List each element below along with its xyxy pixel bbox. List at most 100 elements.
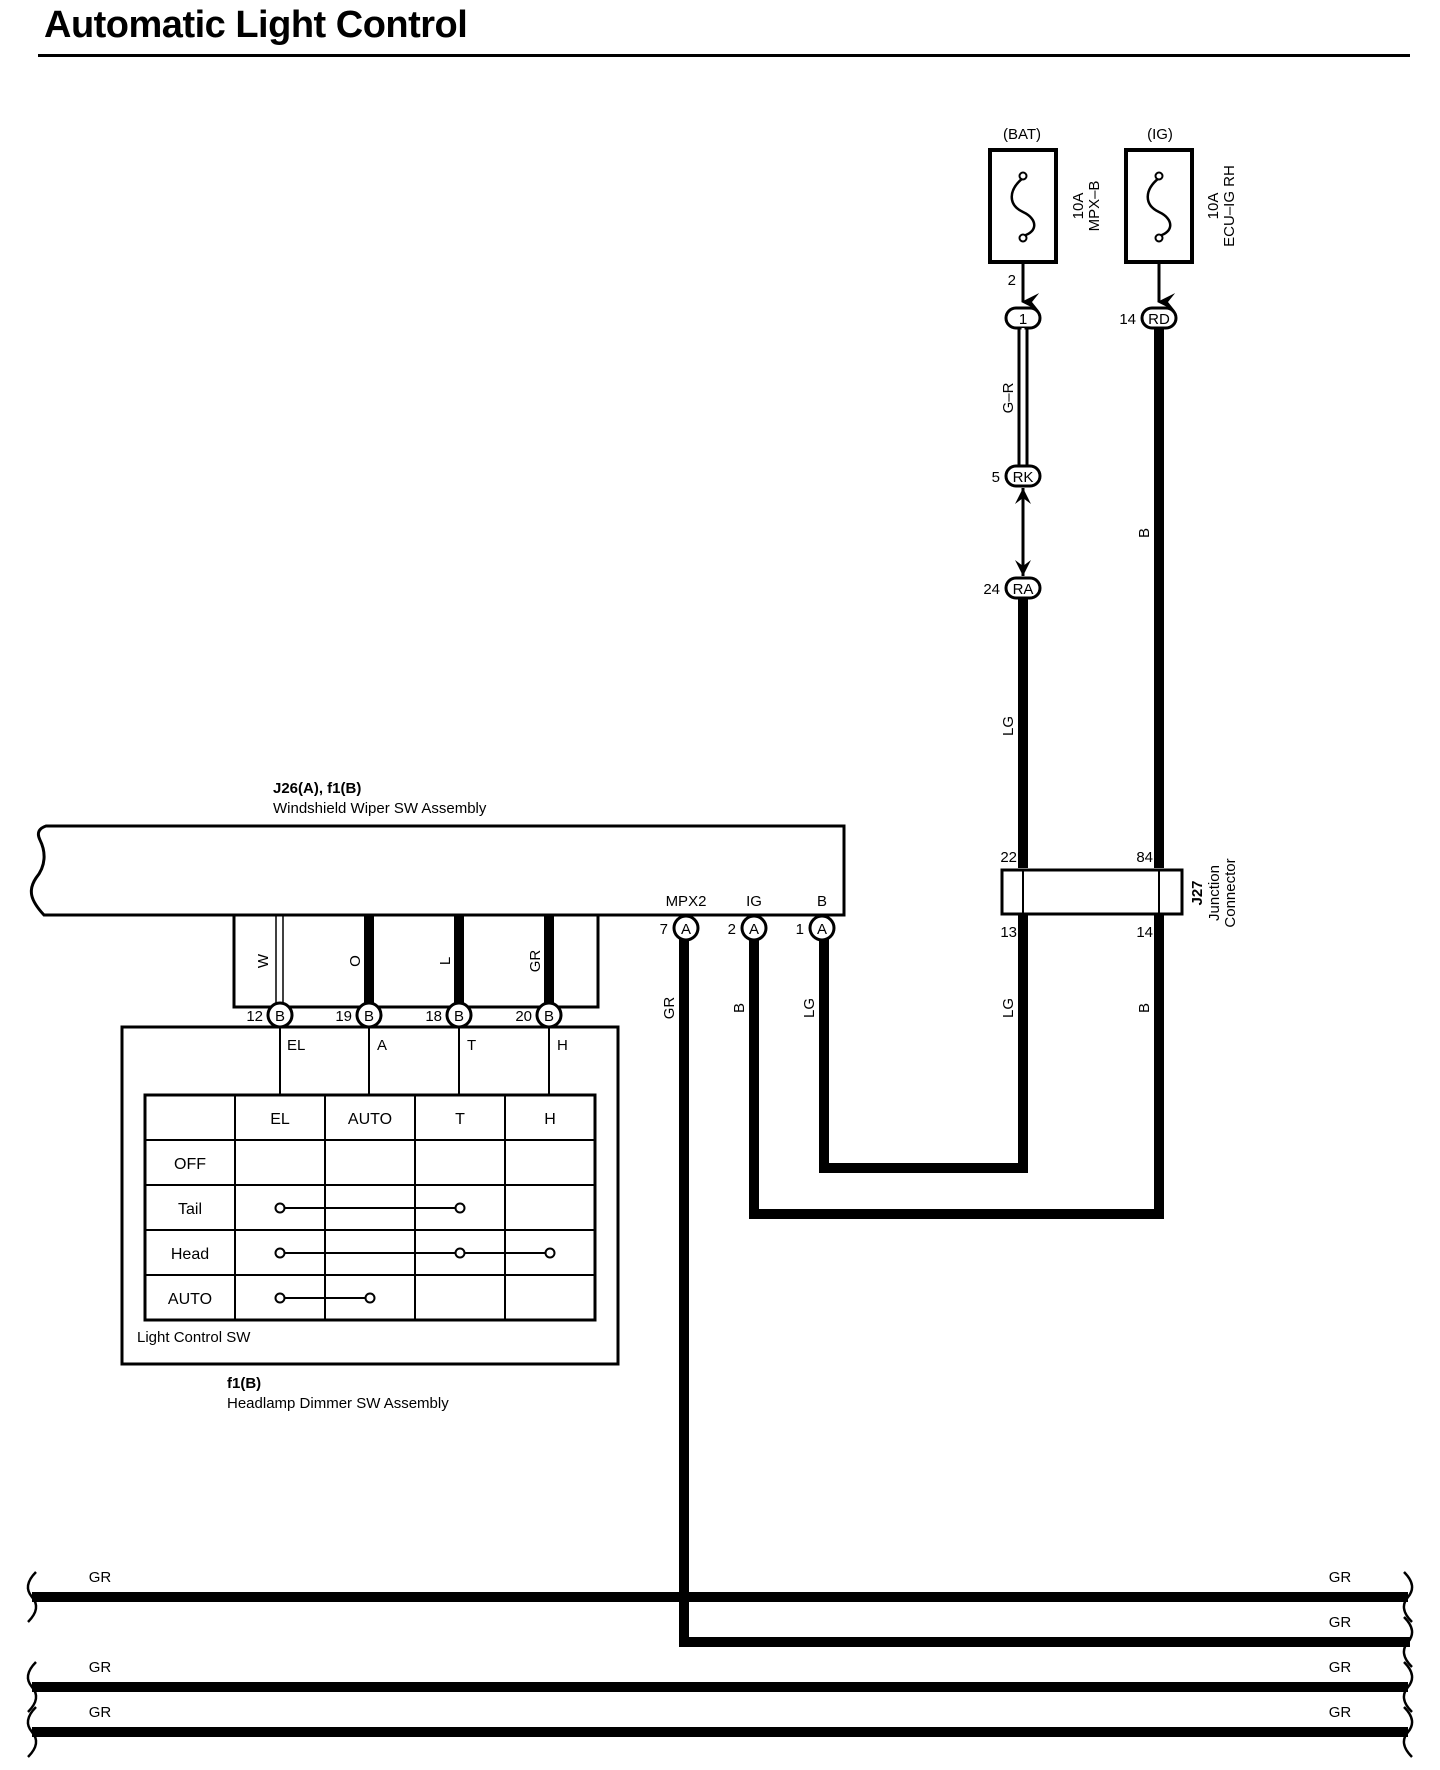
bat-label: (BAT) <box>1003 126 1041 143</box>
fuse-symbol-icon <box>1010 177 1036 238</box>
table-col-header: H <box>544 1111 556 1128</box>
wire-color-label: LG <box>1000 716 1017 736</box>
wire-color-label: LG <box>1000 998 1017 1018</box>
fuse-ecu-ig-rh <box>1124 148 1194 264</box>
pin-label: 24 <box>983 581 1000 598</box>
light-control-sw-label: Light Control SW <box>137 1329 251 1346</box>
svg-text:1: 1 <box>1019 311 1027 328</box>
page-title: Automatic Light Control <box>44 4 468 46</box>
pin-label: 20 <box>515 1008 532 1025</box>
continuity-auto <box>274 1292 376 1304</box>
pin-label: 12 <box>246 1008 263 1025</box>
connector-b-12: B <box>266 1001 294 1029</box>
svg-text:B: B <box>364 1008 374 1025</box>
wiper-sw-code: J26(A), f1(B) <box>273 780 361 797</box>
wire-color-label: G–R <box>1000 382 1017 413</box>
svg-text:RD: RD <box>1148 311 1170 328</box>
bus-wire-label: GR <box>89 1659 112 1676</box>
fuse2-name: ECU–IG RH <box>1221 165 1238 247</box>
pin-label: 22 <box>1000 849 1017 866</box>
junction-name-line1: Junction <box>1206 865 1223 921</box>
bus-wire-label: GR <box>1329 1704 1352 1721</box>
bus-wire-label: GR <box>1329 1569 1352 1586</box>
wire-color-label: GR <box>527 950 544 973</box>
svg-text:B: B <box>544 1008 554 1025</box>
wire-color-label: B <box>731 1003 748 1013</box>
connector-b-20: B <box>535 1001 563 1029</box>
wire-lg-lower <box>819 914 1028 1173</box>
bus-wire-label: GR <box>89 1704 112 1721</box>
wire-gr-mpx2 <box>679 938 1410 1647</box>
wire-b-lower <box>749 914 1164 1219</box>
title-rule <box>38 54 1410 57</box>
fuse2-rating: 10A <box>1205 193 1222 220</box>
connector-ra: RA <box>1004 576 1042 600</box>
bus-line-1 <box>26 1571 1414 1623</box>
bus-wire-label: GR <box>1329 1659 1352 1676</box>
table-row-header: OFF <box>174 1156 206 1173</box>
connector-rd: RD <box>1140 306 1178 330</box>
wire-w <box>275 915 284 1007</box>
terminal-label: MPX2 <box>666 893 707 910</box>
double-arrow-icon <box>1015 488 1031 576</box>
continuity-head <box>274 1247 556 1259</box>
svg-text:A: A <box>817 921 827 938</box>
junction-id: J27 <box>1189 880 1206 905</box>
bus-line-3 <box>26 1661 1414 1713</box>
wire-color-label: GR <box>661 997 678 1020</box>
ig-label: (IG) <box>1147 126 1173 143</box>
table-col-header: AUTO <box>348 1111 392 1128</box>
bus-wire-label: GR <box>89 1569 112 1586</box>
fuse1-name: MPX–B <box>1086 181 1103 232</box>
table-row-header: Tail <box>178 1201 202 1218</box>
pin-label: 2 <box>728 921 736 938</box>
svg-text:B: B <box>275 1008 285 1025</box>
terminal-label: EL <box>287 1037 305 1054</box>
terminal-label: B <box>817 893 827 910</box>
wire-color-label: B <box>1136 1003 1153 1013</box>
svg-text:RA: RA <box>1013 581 1034 598</box>
wire-color-label: O <box>347 955 364 967</box>
fuse-symbol-icon <box>1146 177 1172 238</box>
wiper-sw-name: Windshield Wiper SW Assembly <box>273 800 487 817</box>
bus-wire-label: GR <box>1329 1614 1352 1631</box>
pin-label: 84 <box>1136 849 1153 866</box>
pin-label: 14 <box>1136 924 1153 941</box>
terminal-label: T <box>467 1037 476 1054</box>
svg-text:RK: RK <box>1013 469 1034 486</box>
terminal-label: A <box>377 1037 387 1054</box>
junction-connector-j27 <box>1000 868 1184 916</box>
connector-1: 1 <box>1004 306 1042 330</box>
svg-text:A: A <box>681 921 691 938</box>
pin-label: 7 <box>660 921 668 938</box>
continuity-tail <box>274 1202 466 1214</box>
fuse-mpx-b <box>988 148 1058 264</box>
dimmer-code: f1(B) <box>227 1375 261 1392</box>
wiper-sw-body <box>29 824 846 917</box>
pin-label: 18 <box>425 1008 442 1025</box>
wire-color-label: W <box>255 953 272 968</box>
pin-label: 19 <box>335 1008 352 1025</box>
connector-b-18: B <box>445 1001 473 1029</box>
junction-name-line2: Connector <box>1222 858 1239 927</box>
terminal-label: H <box>557 1037 568 1054</box>
wire-color-label: L <box>437 957 454 965</box>
bus-line-4 <box>26 1706 1414 1758</box>
connector-a-ig: A <box>740 914 768 942</box>
pin-label: 13 <box>1000 924 1017 941</box>
connector-b-19: B <box>355 1001 383 1029</box>
sub-harness-box <box>232 913 600 1009</box>
wire-color-label: LG <box>801 998 818 1018</box>
pin-label: 5 <box>992 469 1000 486</box>
connector-a-b: A <box>808 914 836 942</box>
bus-line-2-end <box>1402 1616 1414 1668</box>
pin-label: 1 <box>796 921 804 938</box>
svg-text:B: B <box>454 1008 464 1025</box>
connector-rk: RK <box>1004 464 1042 488</box>
table-col-header: T <box>455 1111 465 1128</box>
svg-text:A: A <box>749 921 759 938</box>
wire-g-r <box>1017 328 1029 466</box>
pin-label: 14 <box>1119 311 1136 328</box>
fuse1-rating: 10A <box>1070 193 1087 220</box>
